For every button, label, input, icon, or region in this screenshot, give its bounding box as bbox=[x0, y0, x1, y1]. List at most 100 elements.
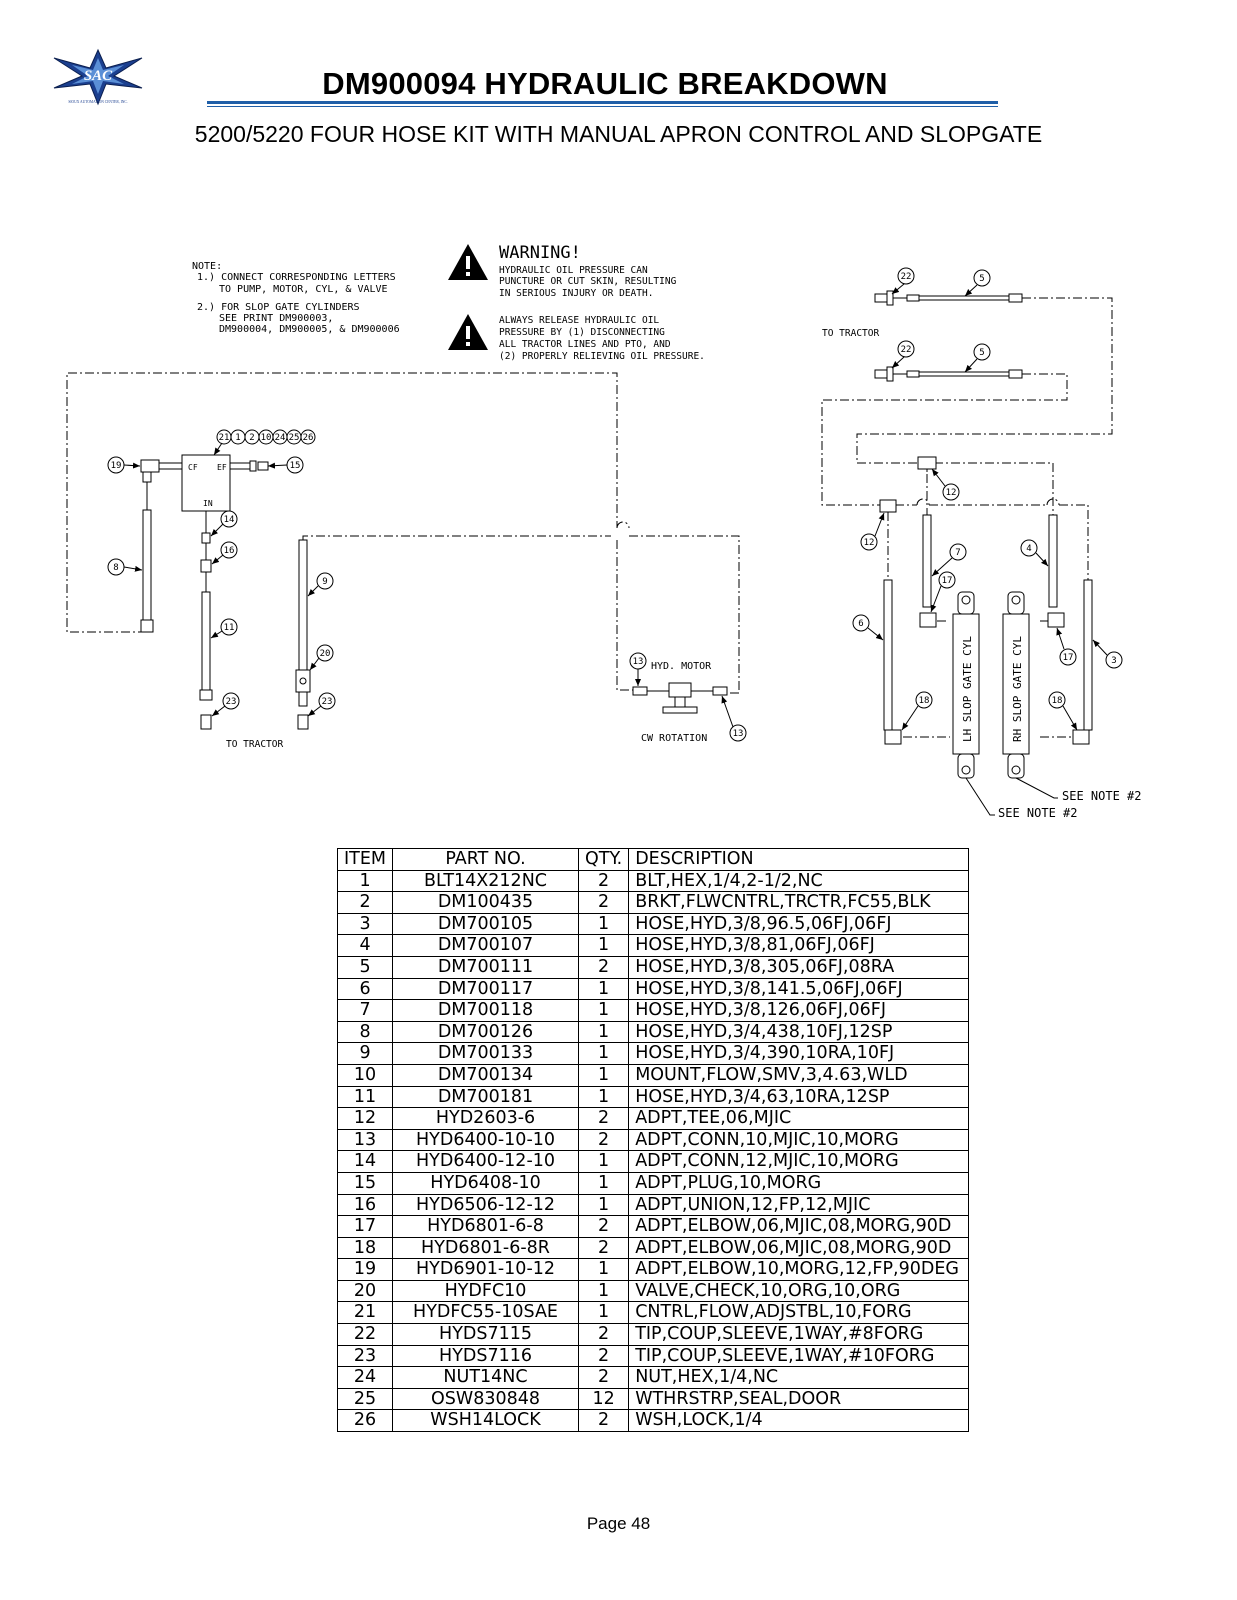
right-hoses bbox=[874, 290, 1093, 745]
svg-text:14: 14 bbox=[224, 515, 235, 525]
svg-text:16: 16 bbox=[224, 546, 235, 556]
lh-slop-gate-cylinder: LH SLOP GATE CYL bbox=[952, 591, 980, 779]
qty-cell: 1 bbox=[578, 1171, 630, 1195]
warning-2-line-2: PRESSURE BY (1) DISCONNECTING bbox=[499, 327, 665, 338]
svg-text:25: 25 bbox=[289, 433, 300, 443]
svg-text:22: 22 bbox=[901, 272, 912, 282]
qty-cell: 1 bbox=[578, 1085, 630, 1109]
description-cell: HOSE,HYD,3/4,438,10FJ,12SP bbox=[628, 1020, 970, 1044]
hydraulic-lines-right bbox=[821, 297, 1113, 738]
callout-26: 26 bbox=[300, 429, 316, 445]
qty-cell: 1 bbox=[578, 1042, 630, 1065]
callout-6: 6 bbox=[852, 614, 870, 632]
svg-text:13: 13 bbox=[733, 729, 744, 739]
item-cell: 21 bbox=[336, 1301, 394, 1325]
warning-2-line-4: (2) PROPERLY RELIEVING OIL PRESSURE. bbox=[499, 351, 705, 362]
logo-text: SAC bbox=[84, 68, 113, 84]
col-header-description: DESCRIPTION bbox=[628, 848, 970, 871]
svg-text:1: 1 bbox=[235, 433, 240, 443]
part-no-cell: HYD6400-12-10 bbox=[392, 1150, 580, 1173]
svg-text:18: 18 bbox=[1052, 696, 1063, 706]
qty-cell: 2 bbox=[578, 869, 630, 893]
callout-15: 15 bbox=[286, 456, 304, 474]
page-subtitle: 5200/5220 FOUR HOSE KIT WITH MANUAL APRO… bbox=[194, 121, 1043, 147]
qty-cell: 2 bbox=[578, 1366, 630, 1389]
description-cell: NUT,HEX,1/4,NC bbox=[628, 1366, 970, 1389]
see-note-leaders bbox=[965, 777, 1058, 816]
to-tractor-left: TO TRACTOR bbox=[226, 739, 283, 750]
callout-13-bottom: 13 bbox=[729, 724, 747, 742]
item-cell: 11 bbox=[336, 1085, 394, 1109]
svg-text:7: 7 bbox=[955, 548, 960, 558]
svg-text:10: 10 bbox=[261, 433, 272, 443]
svg-text:17: 17 bbox=[1063, 653, 1074, 663]
qty-cell: 2 bbox=[578, 891, 630, 914]
qty-cell: 1 bbox=[578, 999, 630, 1022]
description-cell: BLT,HEX,1/4,2-1/2,NC bbox=[628, 869, 970, 893]
warning-2-line-1: ALWAYS RELEASE HYDRAULIC OIL bbox=[499, 315, 659, 326]
svg-text:4: 4 bbox=[1026, 544, 1031, 554]
callout-13-top: 13 bbox=[629, 652, 647, 670]
callout-1: 1 bbox=[230, 429, 246, 445]
callout-23-left: 23 bbox=[222, 692, 240, 710]
callout-22-top: 22 bbox=[897, 267, 915, 285]
part-no-cell: HYD6801-6-8R bbox=[392, 1236, 580, 1260]
qty-cell: 1 bbox=[578, 912, 630, 936]
part-no-cell: HYD6801-6-8 bbox=[392, 1215, 580, 1238]
qty-cell: 1 bbox=[578, 1301, 630, 1325]
part-no-cell: WSH14LOCK bbox=[392, 1409, 580, 1433]
description-cell: HOSE,HYD,3/8,81,06FJ,06FJ bbox=[628, 934, 970, 957]
description-cell: CNTRL,FLOW,ADJSTBL,10,FORG bbox=[628, 1301, 970, 1325]
description-cell: MOUNT,FLOW,SMV,3,4.63,WLD bbox=[628, 1063, 970, 1087]
description-cell: ADPT,CONN,10,MJIC,10,MORG bbox=[628, 1128, 970, 1152]
note-2-line-1: 2.) FOR SLOP GATE CYLINDERS bbox=[197, 302, 360, 313]
part-no-cell: OSW830848 bbox=[392, 1387, 580, 1411]
part-no-cell: HYDFC55-10SAE bbox=[392, 1301, 580, 1325]
description-cell: ADPT,TEE,06,MJIC bbox=[628, 1107, 970, 1130]
callout-17-right: 17 bbox=[1059, 648, 1077, 666]
note-title: NOTE: bbox=[192, 261, 222, 272]
svg-text:12: 12 bbox=[946, 488, 957, 498]
qty-cell: 1 bbox=[578, 977, 630, 1001]
part-no-cell: HYD6400-10-10 bbox=[392, 1128, 580, 1152]
warning-block: WARNING! HYDRAULIC OIL PRESSURE CAN PUNC… bbox=[448, 243, 705, 362]
callout-19: 19 bbox=[107, 456, 125, 474]
callout-10: 10 bbox=[258, 429, 274, 445]
part-no-cell: DM700181 bbox=[392, 1085, 580, 1109]
item-cell: 19 bbox=[336, 1258, 394, 1281]
callout-24: 24 bbox=[272, 429, 288, 445]
description-cell: HOSE,HYD,3/8,141.5,06FJ,06FJ bbox=[628, 977, 970, 1001]
description-cell: HOSE,HYD,3/4,390,10RA,10FJ bbox=[628, 1042, 970, 1065]
description-cell: HOSE,HYD,3/8,305,06FJ,08RA bbox=[628, 955, 970, 979]
svg-text:20: 20 bbox=[320, 649, 331, 659]
item-cell: 3 bbox=[336, 912, 394, 936]
item-cell: 8 bbox=[336, 1020, 394, 1044]
item-cell: 25 bbox=[336, 1387, 394, 1411]
flow-control-valve: CF EF IN bbox=[181, 454, 231, 512]
warning-1-line-3: IN SERIOUS INJURY OR DEATH. bbox=[499, 288, 653, 299]
qty-cell: 1 bbox=[578, 1193, 630, 1217]
part-no-cell: DM700107 bbox=[392, 934, 580, 957]
item-cell: 13 bbox=[336, 1128, 394, 1152]
part-no-cell: DM700126 bbox=[392, 1020, 580, 1044]
item-cell: 6 bbox=[336, 977, 394, 1001]
qty-cell: 2 bbox=[578, 1409, 630, 1433]
callout-18-right: 18 bbox=[1048, 691, 1066, 709]
hydraulic-lines-left bbox=[66, 372, 740, 694]
item-cell: 5 bbox=[336, 955, 394, 979]
description-cell: TIP,COUP,SLEEVE,1WAY,#8FORG bbox=[628, 1323, 970, 1346]
item-cell: 18 bbox=[336, 1236, 394, 1260]
hydraulic-diagram: NOTE: 1.) CONNECT CORRESPONDING LETTERS … bbox=[66, 243, 1141, 820]
svg-text:9: 9 bbox=[322, 577, 327, 587]
qty-cell: 1 bbox=[578, 1258, 630, 1281]
